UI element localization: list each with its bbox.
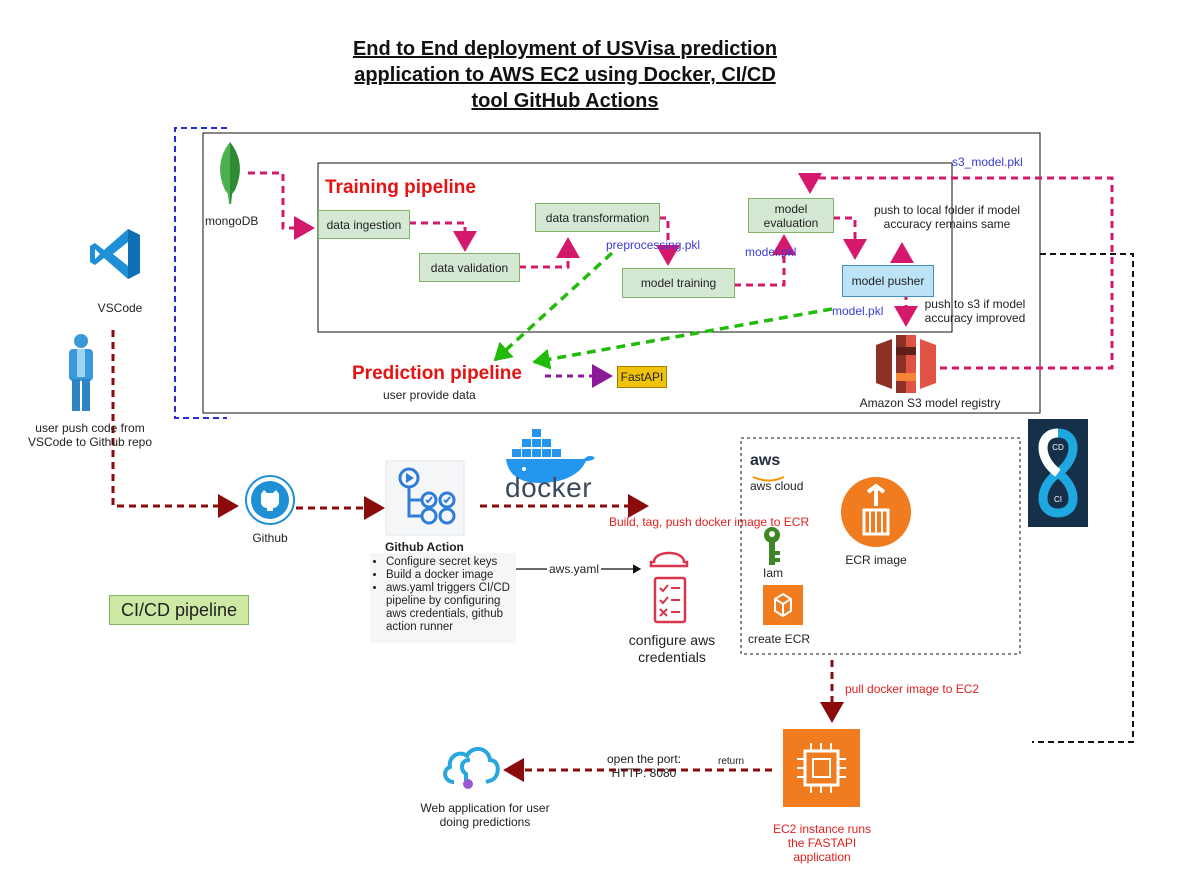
push-local-note-line-1: push to local folder if model <box>873 203 1021 217</box>
model-evaluation-line-1: model <box>774 201 808 216</box>
badge-cd-text: CD <box>1052 443 1064 452</box>
docker-whale-icon <box>500 425 600 490</box>
ec2-label: EC2 instance runs the FASTAPI applicatio… <box>762 822 882 864</box>
user-label: user push code from VSCode to Github rep… <box>20 421 160 449</box>
github-action-bullets: Configure secret keys Build a docker ima… <box>370 556 516 634</box>
arrow-preprocessing-prediction <box>493 251 614 362</box>
push-s3-note-line-1: push to s3 if model <box>924 297 1026 311</box>
preprocessing-pkl-label: preprocessing.pkl <box>606 238 701 252</box>
github-icon <box>245 475 295 530</box>
prediction-pipeline-title: Prediction pipeline <box>352 363 522 384</box>
black-dashed-connector <box>1032 253 1134 743</box>
open-port-line-2: HTTP: 8080 <box>611 766 677 780</box>
push-s3-note: push to s3 if model accuracy improved <box>915 297 1035 325</box>
ec2-label-line-2: the FASTAPI <box>787 836 857 850</box>
pull-ec2-label: pull docker image to EC2 <box>845 682 980 696</box>
user-icon <box>64 333 98 418</box>
open-port-line-1: open the port: <box>606 752 682 766</box>
project-frame <box>202 132 1041 414</box>
training-frame <box>317 162 953 333</box>
title-line-3: tool GitHub Actions <box>471 90 659 112</box>
github-action-notes: Configure secret keys Build a docker ima… <box>370 553 516 643</box>
diagram-title: End to End deployment of USVisa predicti… <box>300 36 830 114</box>
model-training-step: model training <box>622 268 735 298</box>
push-ecr-label: Build, tag, push docker image to ECR <box>609 515 810 529</box>
create-ecr-icon <box>763 585 803 630</box>
s3-label: Amazon S3 model registry <box>859 396 1001 410</box>
arrow-s3-loop <box>798 173 1114 370</box>
user-label-line-2: VSCode to Github repo <box>27 435 153 449</box>
ec2-instance-icon <box>783 729 860 812</box>
push-local-note: push to local folder if model accuracy r… <box>862 203 1032 231</box>
aws-logo: aws <box>750 452 781 469</box>
iam-label: Iam <box>763 566 784 580</box>
bullet-secret-keys: Configure secret keys <box>386 556 516 569</box>
model-evaluation-line-2: evaluation <box>763 215 819 230</box>
bullet-build-image: Build a docker image <box>386 569 516 582</box>
create-ecr-label: create ECR <box>748 632 811 646</box>
push-s3-note-line-2: accuracy improved <box>924 311 1026 325</box>
prediction-subtitle: user provide data <box>383 388 476 402</box>
aws-cloud-frame <box>740 437 1021 655</box>
ec2-label-line-1: EC2 instance runs <box>772 822 872 836</box>
web-app-line-2: doing predictions <box>439 815 531 829</box>
s3-model-pkl-label: s3_model.pkl <box>952 155 1023 169</box>
configure-aws-label: configure aws credentials <box>612 632 732 666</box>
return-label: return <box>718 756 745 767</box>
data-transformation-step: data transformation <box>535 203 660 232</box>
docker-wordmark: docker <box>505 472 593 503</box>
aws-yaml-label: aws.yaml <box>547 562 602 576</box>
arrow-user-github <box>111 330 239 518</box>
arrow-evaluation-pusher <box>833 216 867 260</box>
mongodb-leaf-icon <box>213 140 247 211</box>
mongodb-label: mongoDB <box>205 214 259 228</box>
github-action-title: Github Action <box>385 540 464 554</box>
arrow-validation-transformation <box>519 237 580 269</box>
model-pkl-label-2: model.pkl <box>832 304 884 318</box>
vscode-icon <box>86 225 144 288</box>
cicd-infinity-badge: CD CI <box>1028 419 1088 532</box>
arrow-transformation-training <box>656 216 680 266</box>
user-label-line-1: user push code from <box>35 421 145 435</box>
ec2-label-line-3: application <box>793 850 851 864</box>
training-pipeline-title: Training pipeline <box>325 177 476 198</box>
configure-aws-line-2: credentials <box>638 649 706 665</box>
bullet-aws-yaml: aws.yaml triggers CI/CD pipeline by conf… <box>386 582 516 634</box>
title-line-1: End to End deployment of USVisa predicti… <box>352 38 778 60</box>
open-port-label: open the port: HTTP: 8080 <box>594 752 694 780</box>
model-pusher-step: model pusher <box>842 265 934 297</box>
ecr-image-icon <box>840 476 912 553</box>
ecr-image-label: ECR image <box>845 553 907 567</box>
configure-aws-line-1: configure aws <box>628 632 716 648</box>
fastapi-box: FastAPI <box>617 366 667 388</box>
model-pkl-label: model.pkl <box>745 245 797 259</box>
arrow-model-prediction <box>532 307 833 370</box>
web-application-cloud-icon <box>440 740 502 797</box>
cicd-pipeline-box: CI/CD pipeline <box>109 595 249 625</box>
title-line-2: application to AWS EC2 using Docker, CI/… <box>354 64 776 86</box>
vscode-blue-bracket <box>174 127 227 419</box>
amazon-s3-icon <box>874 333 938 400</box>
web-app-label: Web application for user doing predictio… <box>405 801 565 829</box>
aws-cloud-label: aws cloud <box>750 479 804 493</box>
arrow-ingestion-validation <box>409 221 477 252</box>
badge-ci-text: CI <box>1054 495 1062 504</box>
data-ingestion-step: data ingestion <box>318 210 410 239</box>
github-action-icon <box>385 460 465 541</box>
web-app-line-1: Web application for user <box>420 801 550 815</box>
vscode-label: VSCode <box>97 301 143 315</box>
model-evaluation-step: model evaluation <box>748 198 834 233</box>
aws-smile-icon <box>752 470 786 488</box>
iam-key-icon <box>760 525 784 572</box>
arrow-training-evaluation <box>734 234 796 287</box>
github-label: Github <box>252 531 288 545</box>
data-validation-step: data validation <box>419 253 520 282</box>
push-local-note-line-2: accuracy remains same <box>883 217 1011 231</box>
credentials-checklist-icon <box>646 542 692 631</box>
arrow-mongo-ingestion <box>248 171 315 240</box>
